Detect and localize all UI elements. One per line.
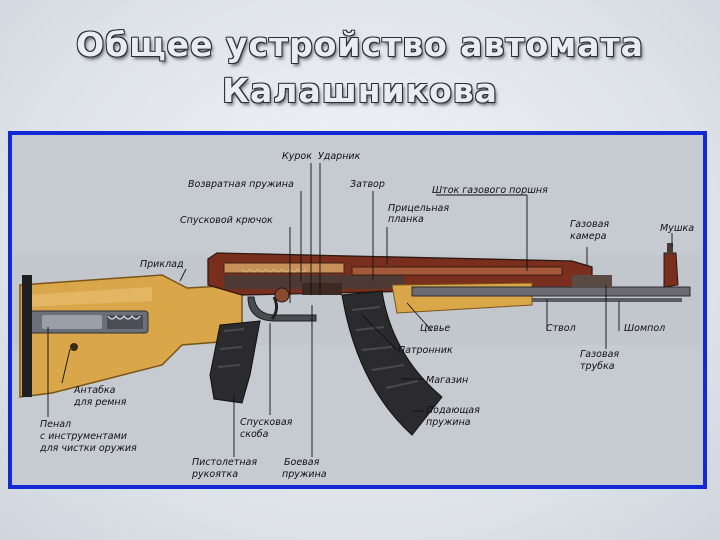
label-stvol: Ствол bbox=[546, 323, 576, 334]
label-spuskovaya-skoba-2: скоба bbox=[240, 429, 269, 440]
label-shtok: Шток газового поршня bbox=[432, 185, 548, 196]
label-pricelnaya-1: Прицельная bbox=[388, 203, 449, 214]
rifle-diagram: Курок Ударник Возвратная пружина Затвор … bbox=[12, 135, 703, 485]
label-pistoletnaya-2: рукоятка bbox=[191, 469, 238, 480]
label-vozvratnaya-pruzhina: Возвратная пружина bbox=[188, 179, 294, 190]
label-gazovaya-kamera-1: Газовая bbox=[570, 219, 609, 230]
diagram-frame: Курок Ударник Возвратная пружина Затвор … bbox=[8, 131, 707, 489]
label-shompol: Шомпол bbox=[624, 323, 665, 334]
pistol-grip-illustration bbox=[209, 320, 261, 404]
label-penal-2: с инструментами bbox=[40, 431, 127, 442]
label-tsevye: Цевье bbox=[420, 323, 450, 334]
label-priklad: Приклад bbox=[140, 259, 184, 270]
title-line-2: Калашникова bbox=[222, 71, 498, 110]
label-gazovaya-trubka-2: трубка bbox=[580, 361, 615, 372]
label-penal-1: Пенал bbox=[40, 419, 71, 430]
label-gazovaya-kamera-2: камера bbox=[570, 231, 607, 242]
label-podayushaya-2: пружина bbox=[426, 417, 471, 428]
label-penal-3: для чистки оружия bbox=[39, 443, 137, 454]
label-gazovaya-trubka-1: Газовая bbox=[580, 349, 619, 360]
stock-illustration bbox=[19, 274, 243, 398]
label-pricelnaya-2: планка bbox=[388, 214, 424, 225]
label-pistoletnaya-1: Пистолетная bbox=[192, 457, 257, 468]
label-podayushaya-1: Подающая bbox=[426, 405, 480, 416]
label-magazin: Магазин bbox=[426, 375, 468, 386]
label-boevaya-2: пружина bbox=[282, 469, 327, 480]
label-udarnik: Ударник bbox=[318, 151, 361, 162]
title-line-1: Общее устройство автомата bbox=[76, 25, 644, 64]
label-antabka-1: Антабка bbox=[73, 385, 116, 396]
label-spuskovaya-skoba-1: Спусковая bbox=[240, 417, 293, 428]
barrel-illustration bbox=[411, 243, 691, 302]
label-zatvor: Затвор bbox=[350, 179, 385, 190]
label-boevaya-1: Боевая bbox=[284, 457, 320, 468]
magazine-illustration bbox=[341, 290, 443, 436]
label-patronnik: Патронник bbox=[398, 345, 453, 356]
leader-lines bbox=[47, 163, 673, 457]
trigger-illustration bbox=[247, 296, 317, 322]
label-antabka-2: для ремня bbox=[73, 397, 127, 408]
label-kurok: Курок bbox=[282, 151, 312, 162]
labels: Курок Ударник Возвратная пружина Затвор … bbox=[39, 151, 694, 480]
label-mushka: Мушка bbox=[660, 223, 694, 234]
label-spuskovoy-kryuchok: Спусковой крючок bbox=[180, 215, 273, 226]
slide-title: Общее устройство автомата Калашникова bbox=[0, 22, 720, 114]
